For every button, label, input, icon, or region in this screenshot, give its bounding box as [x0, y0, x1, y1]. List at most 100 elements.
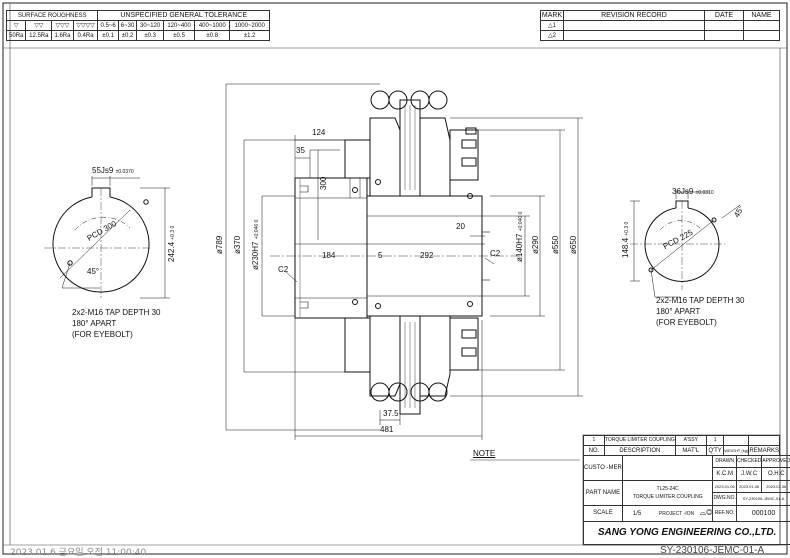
drawn-by: K.C.M — [713, 467, 737, 481]
part-name-value: TL25-24C TORQUE LIMITER COUPLING — [622, 481, 713, 505]
revision-name-header: NAME — [744, 11, 780, 21]
revision-mark-1: △1 — [541, 21, 564, 31]
ref-no-value: 000100 — [736, 505, 790, 521]
dim-290: ø290 — [532, 236, 540, 254]
tolerance-range: 120~400 — [164, 21, 195, 31]
ref-no-label: REF.NO. — [713, 505, 737, 521]
right-depth-dim: 148.4 +0.3 0 — [622, 222, 630, 258]
part-description: TORQUE LIMITER COUPLING — [604, 436, 675, 446]
dim-c2-left: C2 — [278, 266, 288, 274]
roughness-value: 1.6Ra — [52, 31, 74, 41]
tolerance-range: 6~30 — [118, 21, 136, 31]
approved-by: O.H.C — [762, 467, 790, 481]
left-tap-note: 2x2-M16 TAP DEPTH 30 — [72, 309, 160, 317]
tolerance-range: 0.5~6 — [98, 21, 118, 31]
left-tap-note-eyebolt: (FOR EYEBOLT) — [72, 331, 133, 339]
dim-292: 292 — [420, 252, 433, 260]
note-label: NOTE — [473, 450, 495, 458]
dim-370: ø370 — [234, 236, 242, 254]
tolerance-range: 1000~2000 — [230, 21, 270, 31]
revision-record-header: REVISION RECORD — [564, 11, 705, 21]
dim-20: 20 — [456, 223, 465, 231]
dim-124: 124 — [312, 129, 325, 137]
part-name-line-1: TL25-24C — [623, 487, 713, 492]
roughness-value: 12.5Ra — [26, 31, 52, 41]
checked-date: 2023.01.06 — [736, 481, 761, 493]
customer-label: CUSTO -MER — [584, 456, 623, 481]
approved-date: 2023.01.06 — [762, 481, 790, 493]
tolerance-range: 400~1000 — [195, 21, 230, 31]
company-name-text: SANG YONG ENGINEERING CO.,LTD. — [598, 527, 777, 538]
left-tap-note-apart: 180° APART — [72, 320, 116, 328]
right-tap-note-apart: 180° APART — [656, 308, 700, 316]
dim-481: 481 — [380, 426, 393, 434]
parts-header-qty: Q'TY — [706, 446, 724, 456]
tolerance-table: SURFACE ROUGHNESS UNSPECIFIED GENERAL TO… — [6, 10, 270, 41]
parts-header-material: MAT'L — [675, 446, 706, 456]
right-tap-note: 2x2-M16 TAP DEPTH 30 — [656, 297, 744, 305]
left-angle-label: 45° — [87, 268, 99, 276]
checked-by: J.W.C — [736, 467, 761, 481]
revision-date-header: DATE — [705, 11, 744, 21]
dim-230: ø230H7 +0.046 0 — [252, 220, 260, 270]
dim-650: ø650 — [570, 236, 578, 254]
revision-table: MARK REVISION RECORD DATE NAME △1 △2 — [540, 10, 780, 41]
right-tap-note-eyebolt: (FOR EYEBOLT) — [656, 319, 717, 327]
parts-header-weight: WEIGHT (kg) — [724, 446, 749, 456]
left-depth-dim: 242.4 +0.3 0 — [168, 226, 176, 262]
projection-icon: ⌓◎ — [700, 508, 713, 517]
company-name: SANG YONG ENGINEERING CO.,LTD. — [584, 521, 790, 544]
right-end-view — [630, 190, 740, 297]
roughness-value: 50Ra — [7, 31, 26, 41]
roughness-symbol: ▽▽▽ — [52, 21, 74, 31]
dim-140: ø140H7 +0.040 0 — [516, 212, 524, 262]
tolerance-value: ±0.8 — [195, 31, 230, 41]
tolerance-value: ±0.2 — [118, 31, 136, 41]
part-material: A'SSY — [675, 436, 706, 446]
drawn-header: DRAWN — [713, 456, 737, 468]
dim-37-5: 37.5 — [383, 410, 399, 418]
checked-header: CHECKED — [736, 456, 761, 468]
parts-header-description: DESCRIPTION — [604, 446, 675, 456]
title-block: CUSTO -MER DRAWN CHECKED APPROVED K.C.M … — [583, 455, 790, 545]
part-qty: 1 — [706, 436, 724, 446]
corner-drawing-id: SY-230106-JEMC-01-A — [660, 545, 764, 556]
left-end-view — [44, 176, 170, 300]
tolerance-value: ±0.3 — [137, 31, 164, 41]
tolerance-value: ±1.2 — [230, 31, 270, 41]
roughness-symbol: ▽▽▽▽ — [73, 21, 98, 31]
projection-label: PROJECT -ION — [659, 511, 694, 517]
surface-roughness-header: SURFACE ROUGHNESS — [7, 11, 98, 21]
main-section-view — [226, 84, 583, 440]
general-tolerance-header: UNSPECIFIED GENERAL TOLERANCE — [98, 11, 270, 21]
roughness-symbol: ▽▽ — [26, 21, 52, 31]
dim-5: 5 — [378, 252, 382, 260]
revision-mark-2: △2 — [541, 31, 564, 41]
dim-184: 184 — [322, 252, 335, 260]
scale-label: SCALE — [584, 505, 623, 521]
approved-header: APPROVED — [762, 456, 790, 468]
left-keyway-dim: 55Js9 ±0.0370 — [92, 167, 134, 175]
dwg-no-label: DWG.NO. — [713, 492, 737, 505]
drawn-date: 2023.01.06 — [713, 481, 737, 493]
roughness-symbol: ▽ — [7, 21, 26, 31]
part-name-line-2: TORQUE LIMITER COUPLING — [623, 495, 713, 500]
dim-550: ø550 — [552, 236, 560, 254]
dim-c2-right: C2 — [490, 250, 500, 258]
dim-300: 300 — [320, 177, 328, 190]
dwg-no-value: SY-230106-JEMC-01-A — [736, 492, 790, 505]
tolerance-value: ±0.1 — [98, 31, 118, 41]
scale-projection-cell: 1/5 PROJECT -ION ⌓◎ — [622, 505, 713, 521]
revision-mark-header: MARK — [541, 11, 564, 21]
print-timestamp: 2023.01.6 금요일 오전 11:00:40 — [10, 545, 146, 558]
parts-header-remarks: REMARKS — [749, 446, 780, 456]
tolerance-range: 30~120 — [137, 21, 164, 31]
scale-value: 1/5 — [633, 511, 641, 517]
part-no: 1 — [584, 436, 605, 446]
parts-header-no: NO. — [584, 446, 605, 456]
customer-value — [622, 456, 713, 481]
parts-list: 1 TORQUE LIMITER COUPLING A'SSY 1 NO. DE… — [583, 435, 780, 456]
tolerance-value: ±0.5 — [164, 31, 195, 41]
right-keyway-dim: 36Js9 ±0.0310 — [672, 188, 714, 196]
